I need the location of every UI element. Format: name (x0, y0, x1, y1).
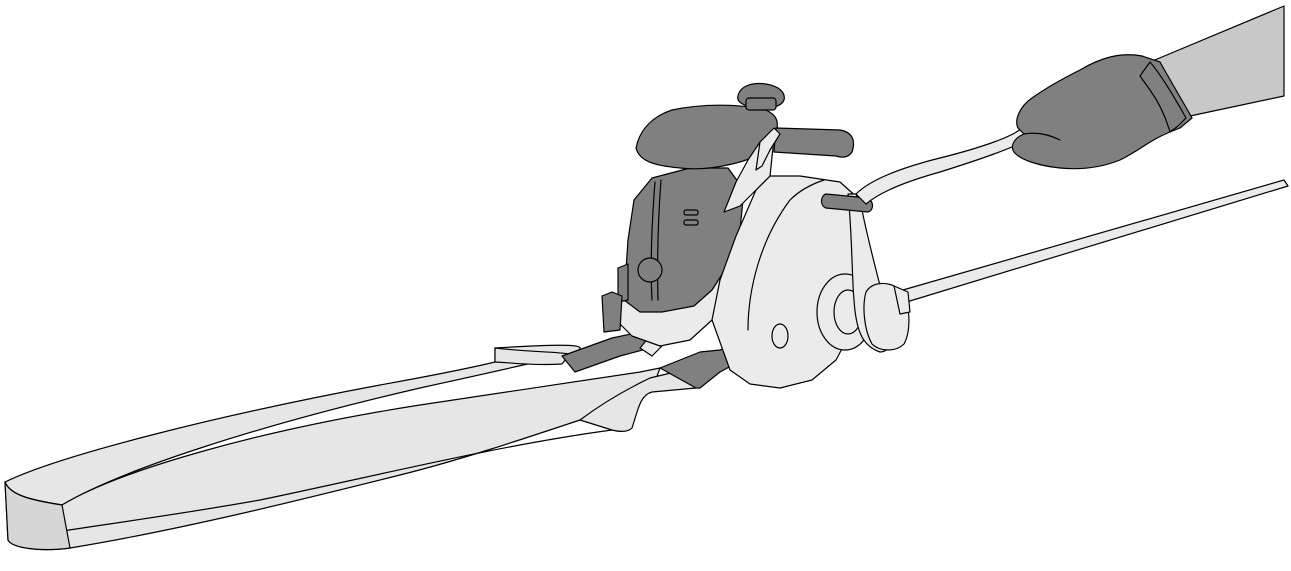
strap-front-end (579, 365, 701, 432)
engine-unit (601, 82, 785, 347)
fuel-cap-neck (745, 97, 777, 111)
rod-collar-ring (893, 285, 911, 315)
rod-shaft (895, 179, 1289, 305)
engine-foot (601, 291, 623, 333)
strap-tab (494, 347, 571, 366)
cover-knob (637, 257, 663, 283)
handle-grip (773, 127, 855, 158)
handle-frame (755, 127, 781, 171)
glove-thumb (1023, 132, 1061, 141)
gear-case-seam (747, 179, 825, 331)
cover-groove-2 (657, 179, 662, 301)
strap-fold-line (7, 429, 613, 541)
gear-case-hole (771, 323, 789, 349)
vent-slot-1 (683, 209, 699, 216)
recoil-ribs (617, 263, 629, 303)
glove-cuff (1139, 61, 1187, 133)
strap-underside (4, 481, 71, 551)
gear-case (711, 137, 874, 389)
control-bar (855, 125, 1031, 205)
rod (863, 179, 1289, 351)
cover-groove-1 (650, 181, 656, 301)
operator-hand (1011, 5, 1285, 170)
shoulder-strap (4, 344, 701, 551)
vent-slot-2 (683, 219, 699, 226)
